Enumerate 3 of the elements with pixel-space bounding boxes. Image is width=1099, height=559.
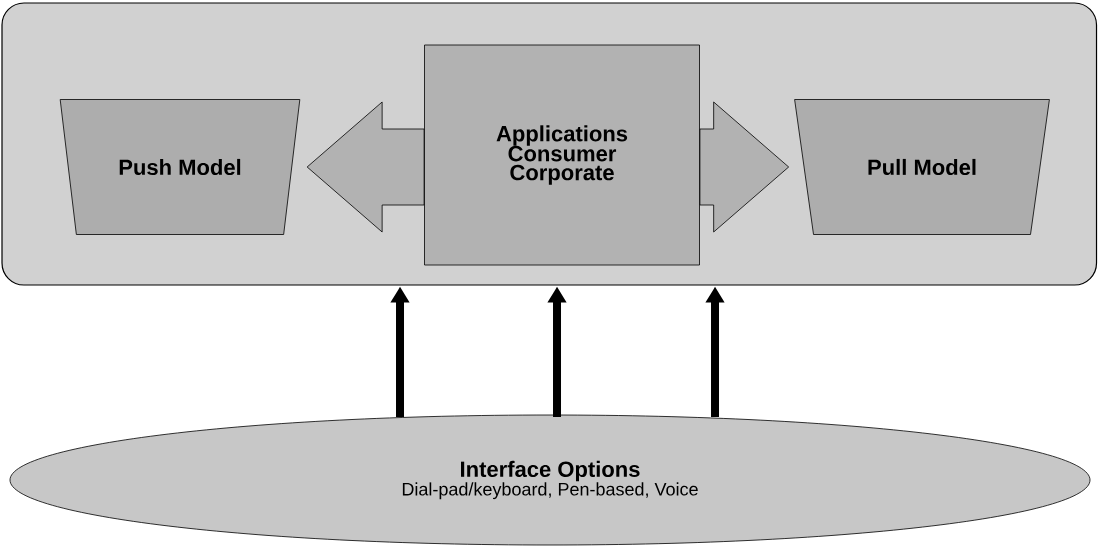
block-arrow — [699, 101, 790, 233]
block-arrow — [306, 101, 425, 233]
process-box: Applications Consumer Corporate — [424, 44, 700, 266]
